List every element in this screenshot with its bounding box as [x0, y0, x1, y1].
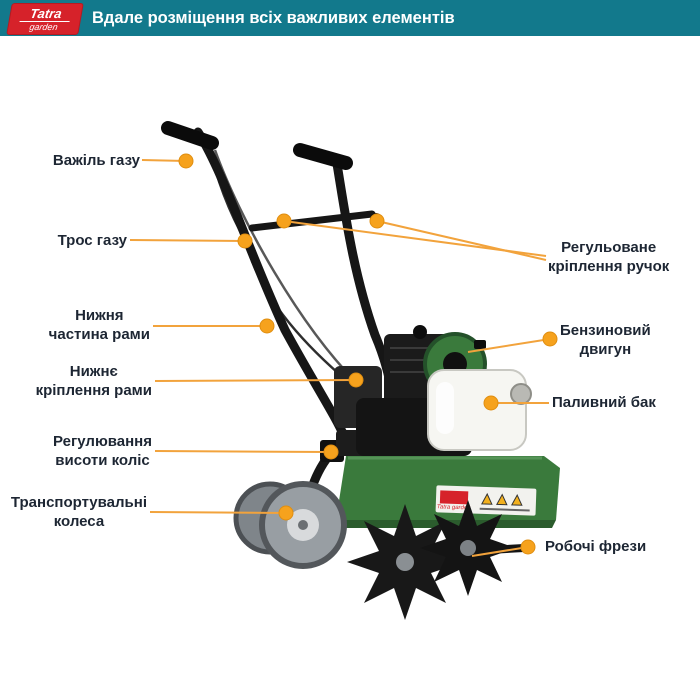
- leader-line-handle-mount-b: [376, 220, 547, 261]
- callout-handle-mount: Регульоване кріплення ручок: [548, 239, 670, 275]
- callout-tines: Робочі фрези: [545, 538, 647, 555]
- dot-wheel-height: [323, 444, 339, 460]
- wheel-axle-bolt: [298, 520, 308, 530]
- leader-line-frame-mount: [154, 379, 357, 382]
- tiller-illustration: Tatra garden: [161, 121, 560, 620]
- callout-throttle-lever: Важіль газу: [52, 152, 140, 169]
- leader-line-transport-wheels: [149, 511, 287, 514]
- tine-hub-left: [396, 553, 414, 571]
- callout-overlay: [129, 153, 558, 557]
- callout-lower-frame: Нижня частина рами: [48, 307, 150, 343]
- starter-rope-handle: [474, 340, 486, 349]
- leader-line-wheel-height: [154, 450, 332, 453]
- sticker-text-line: [479, 507, 530, 512]
- tine-hub-right: [460, 540, 476, 556]
- warning-triangle-icon: [481, 492, 493, 505]
- warning-triangle-icon: [511, 493, 523, 506]
- throttle-cable: [206, 141, 353, 386]
- handlebar-left-tube: [193, 127, 350, 443]
- dot-engine: [542, 331, 558, 347]
- dot-lower-frame: [259, 318, 275, 334]
- grip-left: [161, 121, 219, 150]
- dot-throttle-cable: [237, 233, 253, 249]
- callout-engine: Бензиновий двигун: [560, 322, 651, 358]
- grip-right: [293, 143, 353, 170]
- dot-handle-mount-right: [369, 213, 385, 229]
- dot-handle-mount-left: [276, 213, 292, 229]
- tank-highlight: [436, 382, 454, 434]
- dot-fuel-tank: [483, 395, 499, 411]
- callout-frame-mount: Нижнє кріплення рами: [35, 363, 152, 399]
- leader-line-throttle-cable: [129, 239, 246, 242]
- dot-transport-wheels: [278, 505, 294, 521]
- leader-line-tines: [471, 546, 529, 557]
- warning-triangle-icon: [496, 493, 508, 506]
- housing-sticker: Tatra garden: [435, 485, 537, 516]
- fuel-cap: [510, 383, 532, 405]
- callout-fuel-tank: Паливний бак: [552, 394, 656, 411]
- sticker-brand-text: Tatra garden: [437, 504, 472, 511]
- dot-tines: [520, 539, 536, 555]
- header-bar: Tatra garden Вдале розміщення всіх важли…: [0, 0, 700, 36]
- page-title: Вдале розміщення всіх важливих елементів: [92, 9, 455, 27]
- sticker-logo: [439, 490, 469, 505]
- handlebar-crossbar: [248, 210, 376, 232]
- dot-throttle-lever: [178, 153, 194, 169]
- leader-line-engine: [467, 338, 551, 353]
- callout-wheel-height: Регулювання висоти коліс: [53, 433, 152, 469]
- callout-transport-wheels: Транспортувальні колеса: [10, 494, 147, 530]
- engine-cap: [413, 325, 427, 339]
- callout-throttle-cable: Трос газу: [57, 232, 127, 249]
- dot-frame-mount: [348, 372, 364, 388]
